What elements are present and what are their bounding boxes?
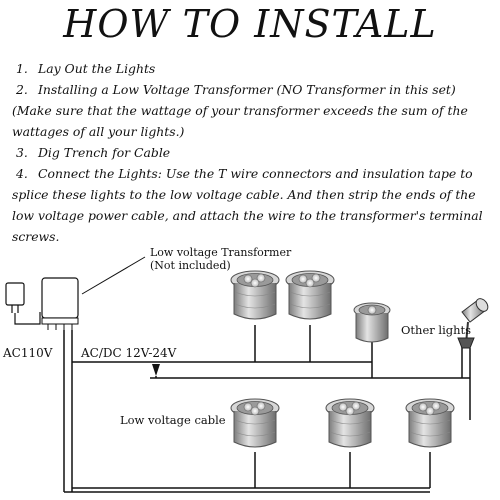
step-line: splice these lights to the low voltage c… xyxy=(12,187,476,202)
step-line: wattages of all your lights.) xyxy=(12,124,185,139)
step-line: 3.Dig Trench for Cable xyxy=(16,145,171,160)
cable-label: Low voltage cable xyxy=(120,413,226,427)
spotlight-icon xyxy=(457,298,489,349)
transformer-icon xyxy=(41,277,79,330)
step-line: 1.Lay Out the Lights xyxy=(16,61,156,76)
well-light-icon xyxy=(230,398,280,448)
page-title: HOW TO INSTALL xyxy=(63,2,437,46)
step-line: low voltage power cable, and attach the … xyxy=(12,208,483,223)
plug-icon xyxy=(5,282,41,325)
wiring-diagram: AC110V Low voltage Transformer (Not incl… xyxy=(2,246,489,493)
other-lights-label: Other lights xyxy=(401,323,471,337)
low-voltage-cable xyxy=(63,325,471,493)
spot-well-light-icon xyxy=(353,302,391,343)
transformer-label: Low voltage Transformer xyxy=(150,246,292,259)
cable-marker xyxy=(152,364,160,376)
well-light-icon xyxy=(230,270,280,320)
step-line: 4.Connect the Lights: Use the T wire con… xyxy=(16,166,473,181)
step-line: 2.Installing a Low Voltage Transformer (… xyxy=(16,82,456,97)
ac-label: AC110V xyxy=(2,346,53,360)
transformer-pointer xyxy=(81,256,146,295)
acdc-label: AC/DC 12V-24V xyxy=(80,346,177,360)
step-line: screws. xyxy=(12,229,60,244)
well-light-icon xyxy=(285,270,335,320)
transformer-note: (Not included) xyxy=(150,259,231,272)
well-light-icon xyxy=(405,398,455,448)
instruction-steps: 1.Lay Out the Lights 2.Installing a Low … xyxy=(12,58,492,247)
step-line: (Make sure that the wattage of your tran… xyxy=(12,103,468,118)
well-light-icon xyxy=(325,398,375,448)
